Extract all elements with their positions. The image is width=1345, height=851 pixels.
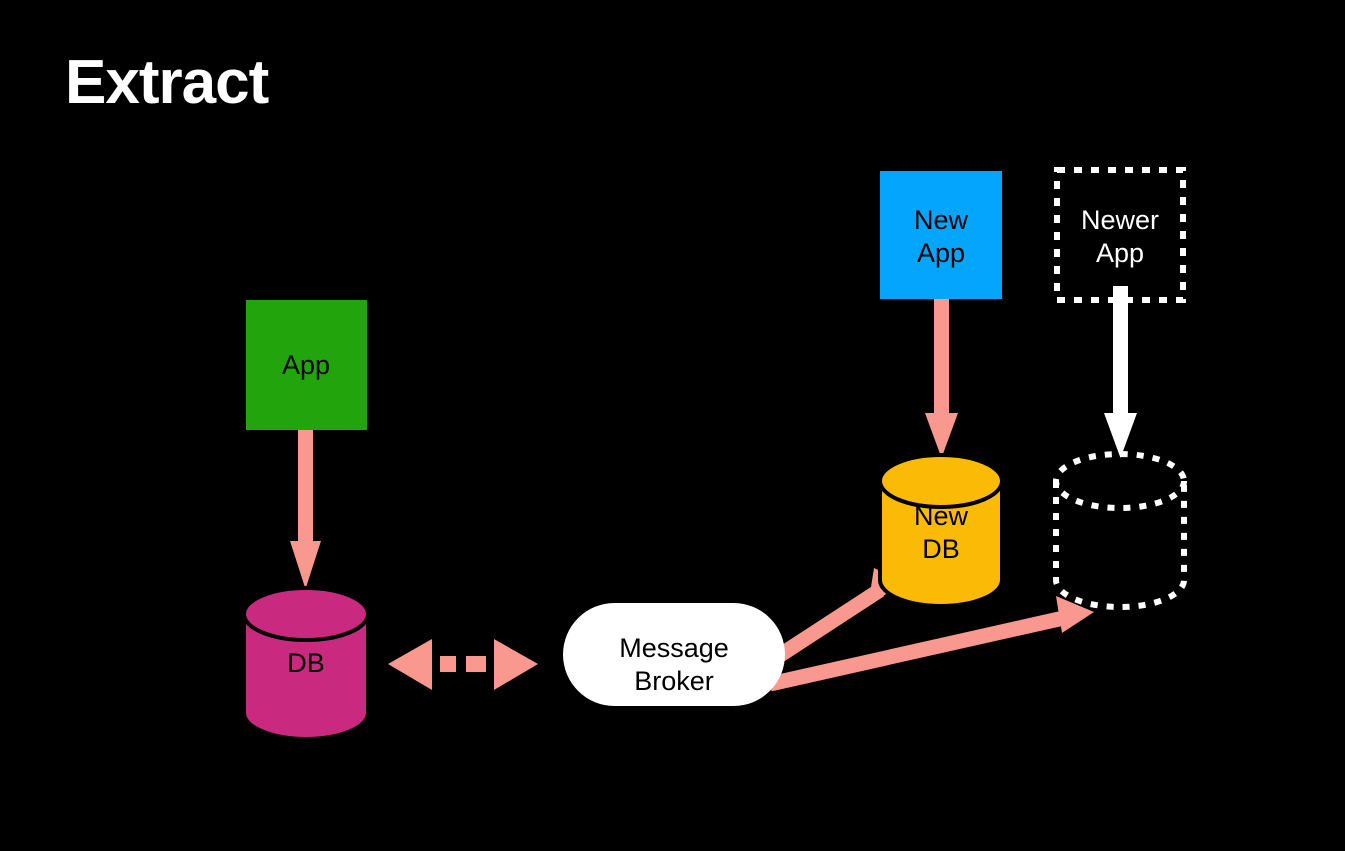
edge-message-broker-to-newer-db [768,596,1094,692]
node-message-broker[interactable]: Message Broker [563,603,785,706]
node-app[interactable]: App [246,300,367,430]
node-new-app-label-line-1: New [914,205,969,235]
node-newer-app[interactable]: Newer App [1054,167,1186,303]
node-db[interactable]: DB [242,586,370,741]
node-message-broker-label-line-1: Message [619,633,729,663]
node-db-label: DB [287,648,325,678]
edge-new-app-to-new-db [925,286,958,458]
node-app-label: App [282,350,330,380]
node-message-broker-label-line-2: Broker [634,666,714,696]
edge-db-to-message-broker [388,639,538,690]
node-newer-db[interactable] [1053,451,1187,610]
edge-newer-app-to-newer-db [1104,286,1137,458]
node-new-app[interactable]: New App [880,171,1002,299]
node-newer-app-label-line-2: App [1096,238,1144,268]
page-title: Extract [65,48,269,117]
edge-app-to-db [290,415,321,589]
node-newer-app-label-line-1: Newer [1081,205,1159,235]
node-new-app-label-line-2: App [917,238,965,268]
node-new-db-label-line-2: DB [922,534,960,564]
node-new-db-label-line-1: New [914,501,969,531]
node-new-db[interactable]: New DB [878,453,1004,608]
